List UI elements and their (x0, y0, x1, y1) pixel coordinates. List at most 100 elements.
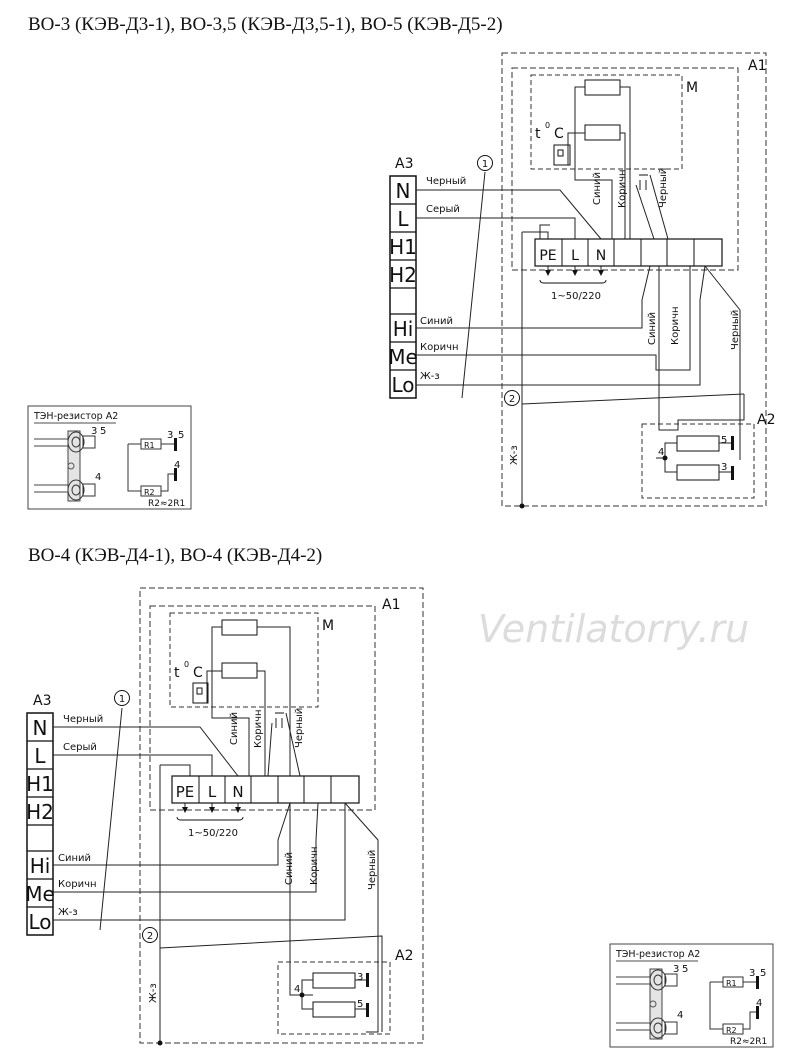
a3-label: A3 (395, 156, 413, 172)
heater-a2-bottom: 4 3 5 (294, 972, 369, 1018)
thermo-degree-bottom: 0 (184, 660, 189, 669)
a3b-terminal-me: Me (25, 882, 55, 906)
inset-num-3: 3 (91, 426, 97, 437)
marker-1-bottom: 1 (119, 694, 125, 705)
inset-r2: R2 (144, 488, 155, 497)
thermo-t-bottom: t (174, 665, 180, 681)
inset-ratio-bottom: R2≈2R1 (730, 1037, 767, 1047)
inset-r-4-bottom: 4 (756, 998, 762, 1009)
a3-terminal-h2: H2 (389, 263, 417, 287)
a3-terminal-n: N (396, 179, 411, 203)
wire-black-label-bottom: Черный (63, 714, 103, 725)
motor-label-bottom: M (322, 618, 334, 634)
terminal-pe-bottom: PE (176, 783, 195, 801)
marker-1: 1 (482, 159, 488, 170)
inset-num-4: 4 (95, 472, 101, 483)
marker-2: 2 (509, 394, 515, 405)
wire-brown-label-bottom: Коричн (58, 879, 97, 890)
inset-num-3-bottom: 3 (673, 964, 679, 975)
heater-terminal-3: 3 (721, 462, 727, 473)
inset-r-5-bottom: 5 (760, 968, 766, 979)
motor-wire-brown-label: Коричн (617, 169, 628, 208)
inset-r-3-bottom: 3 (749, 968, 755, 979)
heater-terminal-5-bottom: 5 (357, 999, 363, 1010)
wire-black-vert-label: Черный (730, 310, 741, 350)
a2-label-bottom: A2 (395, 948, 413, 964)
wire-yg-vert-label-bottom: Ж-з (148, 983, 159, 1003)
a2-label: A2 (757, 412, 775, 428)
terminal-block-bottom: PE L N 1~50/220 (171, 775, 360, 839)
inset-r-5: 5 (178, 430, 184, 441)
terminal-pe: PE (539, 248, 556, 264)
a3-terminal-hi: Hi (393, 317, 414, 341)
a3-terminal-strip-bottom: N L H1 H2 Hi Me Lo (25, 712, 55, 936)
wiring (416, 171, 745, 506)
thermo-c: C (554, 126, 564, 142)
terminal-n: N (596, 248, 606, 264)
wiring-bottom (53, 707, 383, 1043)
thermo-degree: 0 (545, 121, 550, 130)
a3b-terminal-lo: Lo (28, 910, 51, 934)
diagram-title-top: ВО-3 (КЭВ-Д3-1), ВО-3,5 (КЭВ-Д3,5-1), ВО… (28, 14, 503, 35)
a3b-terminal-hi: Hi (30, 854, 51, 878)
inset-r2-bottom: R2 (726, 1026, 737, 1035)
motor-wire-black-label-bottom: Черный (294, 708, 305, 748)
inset-num-4-bottom: 4 (677, 1010, 683, 1021)
a3b-terminal-l: L (34, 744, 46, 768)
watermark: Ventilatorry.ru (478, 607, 749, 651)
wire-yg-label: Ж-з (420, 371, 440, 382)
a1-label: A1 (748, 58, 766, 74)
inset-num-5: 5 (100, 426, 106, 437)
terminal-l-bottom: L (208, 783, 217, 801)
heater-terminal-4: 4 (658, 447, 664, 458)
heater-inset-bottom: ТЭН-резистор А2 3 5 4 R1 R2 3 5 4 R2≈2R1 (609, 943, 774, 1048)
wire-gray-label: Серый (426, 204, 460, 215)
terminal-l: L (571, 248, 579, 264)
a3-terminal-l: L (397, 207, 409, 231)
thermo-t: t (535, 126, 541, 142)
a3-terminal-me: Me (388, 345, 418, 369)
top-diagram: A1 M A2 A3 N L H1 H2 Hi Me Lo PE L N 1~5… (27, 52, 775, 510)
inset-num-5-bottom: 5 (682, 964, 688, 975)
heater-a2: 4 5 3 (656, 435, 734, 481)
diagram-title-bottom: ВО-4 (КЭВ-Д4-1), ВО-4 (КЭВ-Д4-2) (28, 545, 323, 566)
a3b-terminal-h2: H2 (26, 800, 54, 824)
bottom-diagram: A1 M A2 A3 N L H1 H2 Hi Me Lo PE L N 1~5… (25, 587, 774, 1048)
inset-r-3: 3 (167, 430, 173, 441)
a3b-terminal-n: N (33, 716, 48, 740)
wire-blue-vert-label: Синий (647, 312, 658, 345)
wire-yg-label-bottom: Ж-з (58, 907, 78, 918)
a3b-terminal-h1: H1 (26, 772, 54, 796)
wire-brown-vert-label: Коричн (670, 306, 681, 345)
heater-inset-top: ТЭН-резистор А2 3 5 4 R1 R2 3 5 4 R2≈2R1 (27, 405, 192, 510)
motor-label: M (686, 80, 698, 96)
inset-r1-bottom: R1 (726, 979, 737, 988)
heater-terminal-4-bottom: 4 (294, 984, 300, 995)
supply-label: 1~50/220 (551, 291, 601, 302)
a1-label-bottom: A1 (382, 597, 400, 613)
terminal-n-bottom: N (232, 783, 243, 801)
inset-r-4: 4 (174, 460, 180, 471)
wire-brown-vert-label-bottom: Коричн (309, 846, 320, 885)
heater-terminal-3-bottom: 3 (357, 972, 363, 983)
marker-2-bottom: 2 (147, 931, 153, 942)
a3-terminal-strip: N L H1 H2 Hi Me Lo (388, 175, 418, 399)
wire-black-label: Черный (426, 176, 466, 187)
supply-label-bottom: 1~50/220 (188, 828, 238, 839)
thermo-c-bottom: C (193, 665, 203, 681)
wire-yg-vert-label: Ж-з (509, 445, 520, 465)
motor-wire-brown-label-bottom: Коричн (253, 709, 264, 748)
inset-title-bottom: ТЭН-резистор А2 (615, 949, 700, 960)
wire-blue-label: Синий (420, 316, 453, 327)
wire-gray-label-bottom: Серый (63, 742, 97, 753)
a3-terminal-h1: H1 (389, 235, 417, 259)
inset-ratio: R2≈2R1 (148, 499, 185, 509)
motor: t 0 C Синий Коричн Черный (535, 79, 669, 240)
heater-terminal-5: 5 (721, 435, 727, 446)
motor-wire-blue-label-bottom: Синий (229, 712, 240, 745)
terminal-block: PE L N 1~50/220 (534, 238, 723, 302)
a3-label-bottom: A3 (33, 693, 51, 709)
wire-brown-label: Коричн (420, 342, 459, 353)
motor-bottom: t 0 C Синий Коричн Черный (174, 619, 305, 777)
